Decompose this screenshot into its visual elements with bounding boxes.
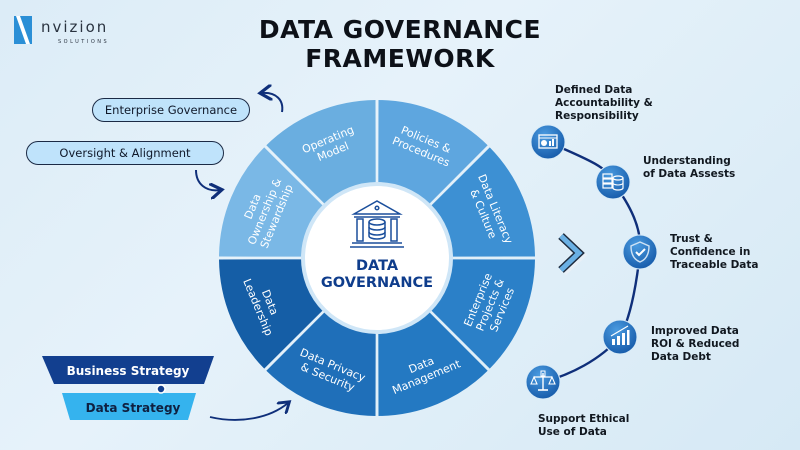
outcome-line: Support Ethical (538, 413, 630, 425)
center-title-line1: DATA (356, 258, 399, 274)
outcome-line: Defined Data (555, 84, 633, 96)
wheel-segment (266, 311, 376, 416)
balance-scale-icon (525, 364, 561, 400)
oversight-alignment-pill: Oversight & Alignment (26, 141, 224, 165)
wheel-segment (219, 259, 324, 369)
outcome-label-ethics: Support Ethical Use of Data (538, 413, 629, 439)
outcome-line: Data Debt (651, 351, 711, 363)
outcome-line: Confidence in (670, 246, 751, 258)
data-strategy-label: Data Strategy (86, 401, 181, 415)
chevron-right-icon (558, 233, 588, 276)
logo-wordmark: nvizion (41, 18, 109, 36)
page-title: DATA GOVERNANCE FRAMEWORK (258, 15, 542, 73)
outcome-line: Responsibility (555, 110, 639, 122)
wheel-segment (378, 311, 488, 416)
enterprise-governance-pill: Enterprise Governance (92, 98, 250, 122)
business-strategy-label: Business Strategy (67, 364, 190, 378)
outcome-line: Traceable Data (670, 259, 759, 271)
outcome-label-accountability: Defined Data Accountability & Responsibi… (555, 84, 653, 123)
arrow-to-enterprise-governance (262, 93, 284, 113)
outcome-label-roi: Improved Data ROI & Reduced Data Debt (651, 325, 739, 364)
wheel-segment (430, 147, 535, 257)
wheel-segment (378, 100, 488, 205)
outcome-line: Use of Data (538, 426, 607, 438)
arrow-from-funnel (209, 403, 288, 421)
funnel-connector (156, 384, 166, 394)
logo-mark-icon (14, 16, 32, 44)
center-circle (301, 182, 453, 334)
outcome-line: ROI & Reduced (651, 338, 740, 350)
outcome-line: of Data Assests (643, 168, 736, 180)
data-strategy-block (62, 393, 196, 420)
outcome-label-trust: Trust & Confidence in Traceable Data (670, 233, 759, 272)
center-title-line2: GOVERNANCE (321, 275, 433, 291)
outcome-line: Understanding (643, 155, 731, 167)
outcome-line: Trust & (670, 233, 713, 245)
outcome-line: Improved Data (651, 325, 739, 337)
company-logo: nvizion SOLUTIONS (14, 14, 124, 46)
strategy-funnel: Business Strategy Data Strategy (42, 356, 214, 420)
server-database-icon (595, 164, 631, 200)
growth-chart-icon (602, 319, 638, 355)
outcome-label-understanding: Understanding of Data Assests (643, 155, 735, 181)
bank-database-icon (350, 200, 404, 248)
dashboard-chart-icon (530, 124, 566, 160)
business-strategy-block (42, 356, 214, 384)
arrow-from-oversight (195, 169, 220, 190)
wheel-segment (430, 259, 535, 369)
logo-subtitle: SOLUTIONS (58, 39, 110, 45)
wheel-segment (266, 100, 376, 205)
outcome-line: Accountability & (555, 97, 653, 109)
shield-check-icon (622, 234, 658, 270)
wheel-segment (219, 147, 324, 257)
